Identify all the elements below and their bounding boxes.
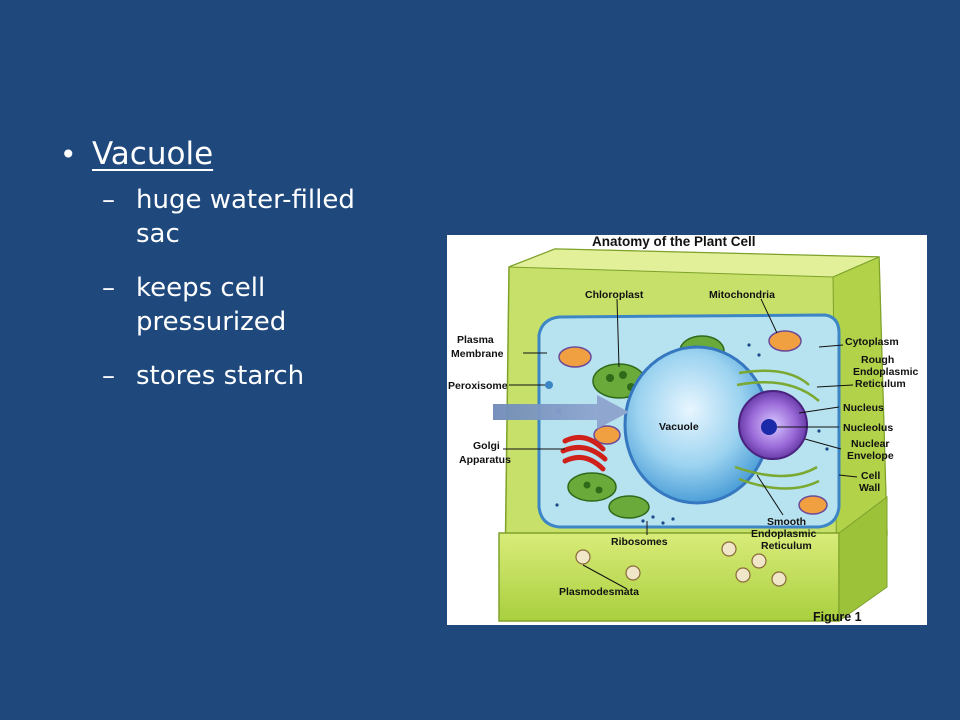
label-rough-er: Reticulum xyxy=(855,378,906,390)
sub-dash: – xyxy=(102,273,115,303)
sub-bullet-text: keeps cell pressurized xyxy=(136,273,287,337)
label-cell-wall: Cell xyxy=(861,470,880,482)
rough-er-shape xyxy=(734,369,820,490)
label-golgi: Golgi xyxy=(473,440,500,452)
label-nuclear-envelope: Envelope xyxy=(847,450,894,462)
label-cytoplasm: Cytoplasm xyxy=(845,336,899,348)
label-ribosomes: Ribosomes xyxy=(611,536,668,548)
bullet-heading: • Vacuole xyxy=(60,132,420,177)
label-plasma-membrane: Membrane xyxy=(451,348,504,360)
label-chloroplast: Chloroplast xyxy=(585,289,644,301)
nucleolus-shape xyxy=(761,419,777,435)
plant-cell-figure: Anatomy of the Plant Cell xyxy=(447,235,927,625)
sub-bullet: – huge water-filled sac xyxy=(102,183,420,251)
figure-title: Anatomy of the Plant Cell xyxy=(592,235,756,249)
ribosome-specks xyxy=(555,343,829,525)
label-mitochondria: Mitochondria xyxy=(709,289,775,301)
sub-bullet: – stores starch xyxy=(102,359,420,393)
sub-bullet-text: huge water-filled sac xyxy=(136,185,355,249)
label-peroxisome: Peroxisome xyxy=(448,380,508,392)
label-nuclear-envelope: Nuclear xyxy=(851,438,890,450)
label-smooth-er: Reticulum xyxy=(761,540,812,552)
label-cell-wall: Wall xyxy=(859,482,880,494)
peroxisome-dot xyxy=(545,381,553,389)
label-nucleus: Nucleus xyxy=(843,402,884,414)
golgi-shape xyxy=(560,434,608,472)
figure-caption: Figure 1 xyxy=(813,610,862,624)
label-rough-er: Endoplasmic xyxy=(853,366,919,378)
sub-bullet-text: stores starch xyxy=(136,361,305,391)
arrow-pointer xyxy=(493,395,629,429)
mitochondria-shapes xyxy=(558,330,828,515)
bullet-dot: • xyxy=(60,138,77,171)
label-rough-er: Rough xyxy=(861,354,894,366)
label-lines xyxy=(503,298,858,590)
label-smooth-er: Smooth xyxy=(767,516,806,528)
label-plasma-membrane: Plasma xyxy=(457,334,494,346)
plasmodesmata-shapes xyxy=(575,541,787,587)
sub-dash: – xyxy=(102,361,115,391)
label-plasmodesmata: Plasmodesmata xyxy=(559,586,639,598)
sub-dash: – xyxy=(102,185,115,215)
sub-bullets: – huge water-filled sac – keeps cell pre… xyxy=(102,183,420,393)
label-smooth-er: Endoplasmic xyxy=(751,528,817,540)
label-nucleolus: Nucleolus xyxy=(843,422,893,434)
heading-vacuole: Vacuole xyxy=(92,136,214,172)
bullet-list: • Vacuole – huge water-filled sac – keep… xyxy=(60,132,420,413)
label-vacuole: Vacuole xyxy=(659,421,699,433)
label-golgi: Apparatus xyxy=(459,454,511,466)
sub-bullet: – keeps cell pressurized xyxy=(102,271,420,339)
plant-cell-diagram: Anatomy of the Plant Cell xyxy=(448,235,919,624)
